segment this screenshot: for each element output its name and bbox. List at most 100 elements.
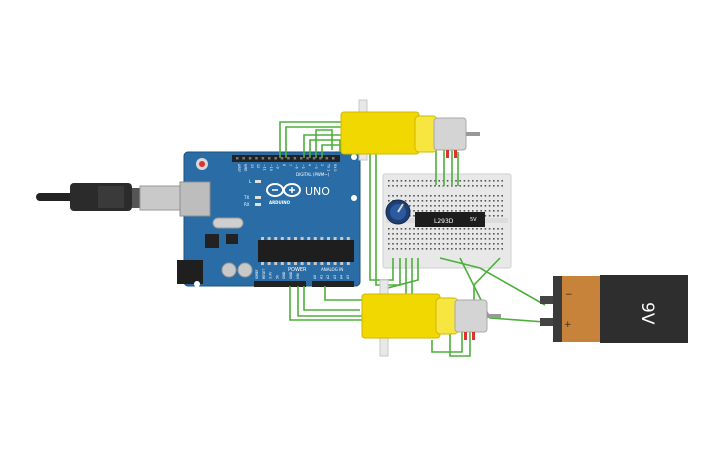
breadboard-hole [467,238,470,240]
breadboard-hole [476,238,478,240]
breadboard-hole [459,210,461,212]
digital-pin-hole[interactable] [312,157,316,160]
breadboard-hole [472,243,474,245]
digital-pin-hole[interactable] [255,157,258,160]
analog-pin-label: A3 [333,275,337,279]
breadboard-hole [497,215,499,217]
power-pin-label: IOREF [255,269,259,279]
breadboard-hole [417,195,419,197]
digital-pin-hole[interactable] [274,157,277,160]
breadboard-hole [484,205,487,207]
breadboard-hole [467,180,470,182]
battery-9v[interactable]: − + 9V [540,275,688,343]
breadboard-hole [421,200,424,202]
chip-pin [327,262,330,265]
breadboard-hole [484,210,487,212]
breadboard-hole [472,228,474,230]
breadboard-hole [442,228,445,230]
breadboard-hole [417,243,419,245]
breadboard-hole [404,228,407,230]
breadboard-hole [463,238,466,240]
breadboard-hole [413,200,415,202]
chip-pin [327,237,330,240]
digital-pin-hole[interactable] [248,157,252,160]
breadboard-hole [404,185,407,187]
breadboard-hole [480,233,482,235]
chip-pin [340,262,344,265]
breadboard-hole [438,200,440,202]
breadboard-hole [438,195,440,197]
breadboard-hole [467,210,470,212]
breadboard-hole [476,200,478,202]
chip-pin [274,237,278,240]
dc-motor-bottom[interactable] [361,279,501,357]
digital-pin-hole[interactable] [306,157,309,160]
breadboard-hole [488,248,491,250]
breadboard-hole [396,243,398,245]
breadboard-hole [484,185,487,187]
chip-pin [261,237,264,240]
breadboard-hole [434,195,436,197]
digital-pin-hole[interactable] [242,157,245,160]
chip-pin [261,262,264,265]
breadboard-hole [438,233,440,235]
digital-pin-hole[interactable] [332,157,335,160]
chip-pin [307,237,311,240]
breadboard-hole [430,200,432,202]
breadboard-hole [425,200,428,202]
breadboard-hole [438,205,440,207]
breadboard-hole [501,185,503,187]
digital-pin-hole[interactable] [280,157,284,160]
breadboard-hole [463,233,466,235]
breadboard-hole [388,233,390,235]
digital-header [232,155,340,162]
arduino-logo-icon [266,183,301,197]
breadboard-hole [493,205,495,207]
breadboard-hole [430,243,432,245]
power-pin-label: VIN [296,273,300,279]
arduino-uno-board[interactable]: L TX RX ARDUINO UNO DIGITAL (PWM~) POWER… [177,151,361,287]
potentiometer[interactable] [385,199,411,225]
power-pin-label: RESET [262,269,266,279]
breadboard-hole [446,185,449,187]
usb-cable[interactable] [36,183,181,211]
digital-pin-hole[interactable] [287,157,290,160]
digital-pin-label: TX 1 [327,163,331,171]
chip-pin [320,262,324,265]
dc-motor-top[interactable] [340,99,480,161]
digital-pin-hole[interactable] [300,157,303,160]
breadboard-hole [421,228,424,230]
digital-pin-hole[interactable] [293,157,297,160]
breadboard-hole [446,200,449,202]
breadboard-hole [388,185,390,187]
breadboard-hole [476,185,478,187]
breadboard-hole [488,210,491,212]
breadboard-hole [488,228,491,230]
breadboard-hole [488,180,491,182]
breadboard-hole [451,238,453,240]
digital-pin-hole[interactable] [325,157,329,160]
breadboard-hole [396,185,398,187]
digital-pin-hole[interactable] [319,157,322,160]
digital-pin-hole[interactable] [236,157,239,160]
digital-pin-label: 8 [282,164,286,166]
analog-pin-label: A4 [339,275,343,279]
breadboard[interactable]: L293D 5V [382,173,512,269]
digital-pin-hole[interactable] [261,157,265,160]
breadboard-hole [451,200,453,202]
breadboard-hole [434,233,436,235]
breadboard-hole [467,195,470,197]
l293d-chip[interactable] [415,212,485,227]
breadboard-hole [413,180,415,182]
breadboard-hole [451,205,453,207]
breadboard-hole [493,215,495,217]
breadboard-hole [480,210,482,212]
breadboard-hole [467,205,470,207]
breadboard-hole [480,205,482,207]
breadboard-hole [409,200,411,202]
breadboard-hole [455,238,457,240]
breadboard-hole [400,195,403,197]
breadboard-hole [392,243,394,245]
chip-pin [267,237,271,240]
digital-pin-hole[interactable] [268,157,271,160]
